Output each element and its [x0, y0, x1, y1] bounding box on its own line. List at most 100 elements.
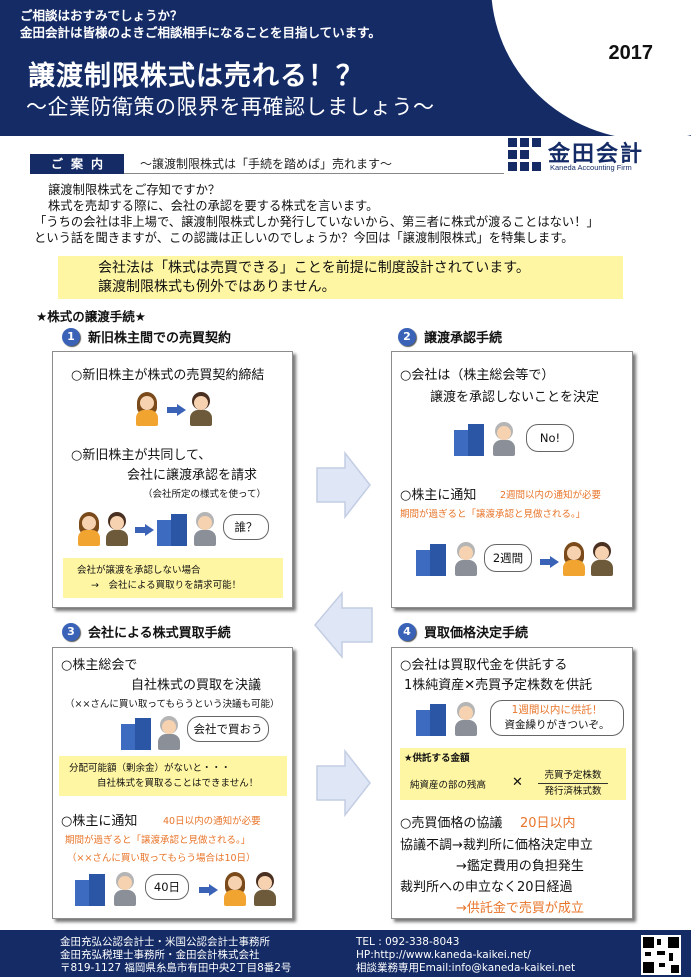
step-text: 自社株式の買取を決議 [131, 678, 262, 693]
highlight-box: 会社法は「株式は売買できる」ことを前提に制度設計されています。 譲渡制限株式も例… [58, 256, 623, 299]
logo-grid-icon [508, 138, 541, 171]
company-logo: 金田会計 Kaneda Accounting Firm [508, 136, 668, 172]
woman-icon [77, 512, 101, 546]
step-text: 譲渡を承認しないことを決定 [430, 390, 600, 405]
step-title-text: 新旧株主間での売買契約 [88, 331, 232, 346]
footer-org-2: 金田充弘税理士事務所・金田会計株式会社 [60, 949, 260, 961]
header-white-arc [491, 0, 691, 136]
formula-box: ★供託する金額 純資産の部の残高 ✕ 売買予定株数 発行済株式数 [400, 748, 626, 800]
step-text: 1株純資産✕売買予定株数を供託 [404, 678, 593, 693]
issue-year: 2017 [608, 42, 654, 64]
intro-line: 「うちの会社は非上場で、譲渡制限株式しか発行していないから、第三者に株式が渡るこ… [34, 215, 599, 229]
building-icon [121, 718, 151, 750]
speech-bubble: 誰？ [223, 514, 269, 540]
elder-man-icon [454, 542, 478, 576]
step-text: 裁判所への申立なく20日経過 [400, 880, 573, 895]
step-title-text: 譲渡承認手続 [424, 331, 503, 346]
note-line: 自社株式を買取ることはできません！ [97, 778, 259, 789]
man-icon [105, 512, 129, 546]
step-1-panel: ○新旧株主が株式の売買契約締結 ○新旧株主が共同して、 会社に譲渡承認を請求 （… [52, 351, 293, 608]
flow-arrow-right [316, 450, 371, 520]
step-title-text: 買取価格決定手続 [424, 626, 529, 641]
step-note: （××さんに買い取ってもらうという決議も可能） [65, 699, 280, 710]
step-4-title: 4 買取価格決定手続 [398, 622, 528, 641]
step-title-text: 会社による株式買取手続 [88, 626, 231, 641]
step-number-badge: 3 [62, 622, 80, 641]
note-line: 会社が譲渡を承認しない場合 [77, 565, 201, 576]
qr-code-icon[interactable] [641, 935, 681, 975]
speech-bubble: 40日 [145, 874, 189, 900]
step-2-panel: ○会社は（株主総会等で） 譲渡を承認しないことを決定 No! ○株主に通知 2週… [391, 351, 633, 608]
formula-times: ✕ [512, 775, 523, 790]
elder-man-icon [113, 872, 137, 906]
building-icon [75, 874, 105, 906]
note-line: 分配可能額（剰余金）がないと・・・ [69, 763, 231, 774]
step-text: ○新旧株主が株式の売買契約締結 [71, 368, 265, 383]
elder-man-icon [157, 716, 181, 750]
footer-homepage-link[interactable]: HP:http://www.kaneda-kaikei.net/ [356, 949, 531, 961]
intro-label: ご案内 [30, 154, 124, 174]
step-text: ○株主総会で [61, 658, 138, 673]
step-note: （会社所定の様式を使って） [143, 489, 267, 500]
highlight-line: 譲渡制限株式も例外ではありません。 [98, 279, 336, 295]
woman-icon [135, 392, 159, 426]
deadline-note: →供託金で売買が成立 [456, 901, 584, 916]
header-lead-2: 金田会計は皆様のよきご相談相手になることを目指しています。 [20, 25, 381, 40]
step-number-badge: 4 [398, 622, 416, 641]
deadline-note: 期間が過ぎると「譲渡承認と見做される。」 [400, 509, 586, 520]
header-lead-1: ご相談はおすみでしょうか？ [20, 8, 183, 23]
formula-title: ★供託する金額 [404, 753, 470, 764]
elder-man-icon [492, 422, 516, 456]
arrow-right-icon [135, 524, 154, 536]
building-icon [157, 514, 187, 546]
building-icon [416, 544, 446, 576]
speech-bubble: 1週間以内に供託！ 資金繰りがきついぞ。 [490, 700, 624, 736]
step-text: 協議不調→裁判所に価格決定申立 [400, 838, 593, 853]
arrow-right-icon [540, 556, 559, 568]
deadline-note: 2週間以内の通知が必要 [500, 490, 602, 501]
elder-man-icon [454, 702, 478, 736]
note-line: → 会社による買取りを請求可能！ [91, 580, 242, 591]
intro-line: 株式を売却する際に、会社の承認を要する株式を言います。 [48, 199, 379, 213]
intro-line: 譲渡制限株式をご存知ですか？ [48, 183, 221, 197]
intro-divider [124, 173, 504, 174]
woman-icon [562, 542, 586, 576]
speech-bubble: No! [526, 424, 574, 452]
bubble-line: 1週間以内に供託！ [511, 704, 603, 716]
footer-address: 〒819-1127 福岡県糸島市有田中央2丁目8番2号 [60, 962, 292, 974]
deadline-note: （××さんに買い取ってもらう場合は10日） [67, 853, 256, 864]
section-title: ★株式の譲渡手続★ [36, 309, 146, 324]
formula-left: 純資産の部の残高 [410, 780, 487, 791]
footer: 金田充弘公認会計士・米国公認会計士事務所 金田充弘税理士事務所・金田会計株式会社… [0, 930, 691, 977]
step-1-title: 1 新旧株主間での売買契約 [62, 327, 231, 346]
speech-bubble: 2週間 [484, 544, 532, 572]
bubble-line: 資金繰りがきついぞ。 [504, 719, 610, 731]
intro-caption: ～譲渡制限株式は「手続を踏めば」売れます～ [140, 157, 393, 171]
intro-body: 譲渡制限株式をご存知ですか？ 株式を売却する際に、会社の承認を要する株式を言いま… [34, 182, 599, 246]
step-text: ○株主に通知 [400, 488, 477, 503]
elder-man-icon [193, 512, 217, 546]
step-3-panel: ○株主総会で 自社株式の買取を決議 （××さんに買い取ってもらうという決議も可能… [52, 647, 293, 919]
woman-icon [223, 872, 247, 906]
arrow-right-icon [167, 404, 186, 416]
note-box: 会社が譲渡を承認しない場合 → 会社による買取りを請求可能！ [63, 558, 283, 598]
page-title: 譲渡制限株式は売れる！？ [28, 61, 364, 92]
step-4-panel: ○会社は買取代金を供託する 1株純資産✕売買予定株数を供託 1週間以内に供託！ … [391, 647, 633, 919]
footer-email-link[interactable]: 相談業務専用Email:info@kaneda-kaikei.net [356, 962, 576, 974]
building-icon [416, 704, 446, 736]
footer-org-1: 金田充弘公認会計士・米国公認会計士事務所 [60, 936, 270, 948]
step-number-badge: 1 [62, 327, 80, 346]
flow-arrow-left [314, 590, 373, 660]
step-2-title: 2 譲渡承認手続 [398, 327, 502, 346]
highlight-line: 会社法は「株式は売買できる」ことを前提に制度設計されています。 [98, 260, 530, 276]
man-icon [590, 542, 614, 576]
step-text: ○売買価格の協議 [400, 816, 503, 831]
step-text: ○株主に通知 [61, 814, 138, 829]
step-3-title: 3 会社による株式買取手続 [62, 622, 231, 641]
note-box: 分配可能額（剰余金）がないと・・・ 自社株式を買取ることはできません！ [59, 756, 287, 796]
step-text: ○会社は（株主総会等で） [400, 368, 555, 383]
logo-name: 金田会計 [548, 142, 645, 167]
deadline-note: 40日以内の通知が必要 [163, 816, 261, 827]
building-icon [454, 424, 484, 456]
formula-numerator: 売買予定株数 [544, 770, 602, 781]
